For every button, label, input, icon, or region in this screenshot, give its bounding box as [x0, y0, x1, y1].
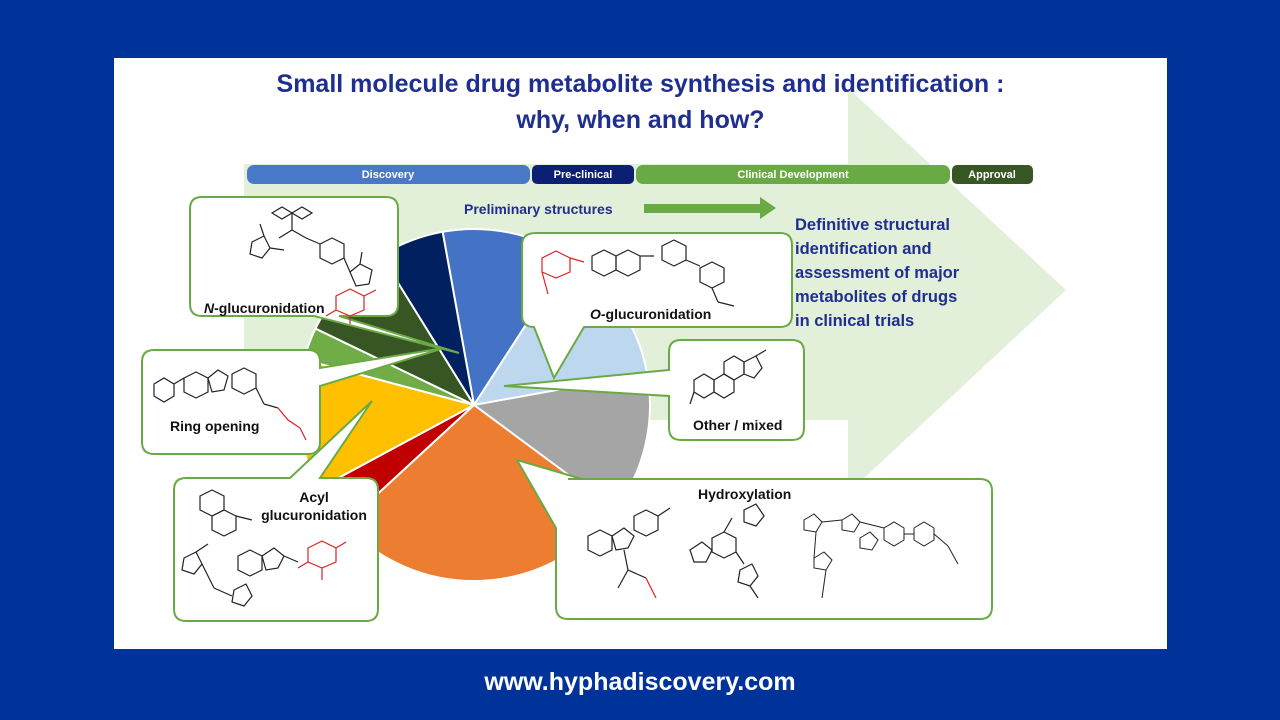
n-glucuronidation-label: N-glucuronidation [204, 300, 325, 316]
stage-clinical-bar [636, 165, 950, 184]
ring-opening-structure-icon [153, 367, 279, 409]
definitive-line: identification and [795, 240, 932, 258]
glucuronidation-label: glucuronidation [261, 507, 367, 523]
footer-url-link[interactable]: www.hyphadiscovery.com [484, 668, 796, 696]
stage-discovery-bar [247, 165, 530, 184]
callout-acyl-glucuronidation: Acyl glucuronidation [173, 400, 379, 622]
stage-approval-label: Approval [968, 169, 1016, 181]
stage-clinical-label: Clinical Development [737, 169, 849, 181]
o-glucuronide-structure-icon [591, 239, 735, 307]
preliminary-structures-label: Preliminary structures [464, 201, 613, 217]
callout-o-glucuronidation: O-glucuronidation [521, 232, 793, 381]
stage-preclinical-label: Pre-clinical [554, 169, 613, 181]
hydroxylation-structure-2-icon [689, 503, 765, 599]
callout-ring-opening: Ring opening [141, 347, 445, 455]
diagram-canvas: Discovery Pre-clinical Clinical Developm… [141, 88, 1066, 622]
hydroxylation-structure-3-icon [803, 513, 959, 599]
hydroxylation-label: Hydroxylation [698, 486, 791, 502]
hydroxylation-structure-1-oh-icon [645, 577, 657, 599]
callout-other-mixed: Other / mixed [503, 339, 805, 441]
steroid-structure-icon [689, 349, 767, 405]
o-glucuronide-sugar-icon [541, 250, 585, 295]
timeline-bar: Discovery Pre-clinical Clinical Developm… [247, 165, 1033, 184]
stage-discovery-label: Discovery [362, 169, 415, 181]
stage-approval-bar [952, 165, 1033, 184]
acyl-label: Acyl [299, 489, 329, 505]
n-glucuronide-structure-icon [249, 206, 373, 287]
definitive-line: Definitive structural [795, 216, 950, 234]
acyl-glucuronide-structure-icon [181, 489, 299, 607]
callout-hydroxylation: Hydroxylation [514, 458, 993, 620]
slide-title-line2: why, when and how? [516, 106, 765, 134]
ring-opening-label: Ring opening [170, 418, 259, 434]
definitive-line: metabolites of drugs [795, 288, 958, 306]
preliminary-arrow [644, 197, 776, 219]
other-mixed-label: Other / mixed [693, 417, 782, 433]
definitive-identification-text: Definitive structural identification and… [795, 213, 959, 333]
slide-panel: Discovery Pre-clinical Clinical Developm… [114, 58, 1167, 649]
callout-n-glucuronidation: N-glucuronidation [189, 196, 460, 354]
stage-preclinical-bar [532, 165, 634, 184]
ring-opening-chain-icon [277, 407, 307, 441]
slide-title-line1: Small molecule drug metabolite synthesis… [276, 70, 1005, 98]
definitive-line: in clinical trials [795, 312, 915, 330]
n-glucuronide-sugar-icon [325, 288, 377, 324]
definitive-line: assessment of major [795, 264, 960, 282]
hydroxylation-structure-1-icon [587, 507, 671, 589]
acyl-glucuronide-sugar-icon [297, 540, 347, 580]
o-glucuronidation-label: O-glucuronidation [590, 306, 711, 322]
